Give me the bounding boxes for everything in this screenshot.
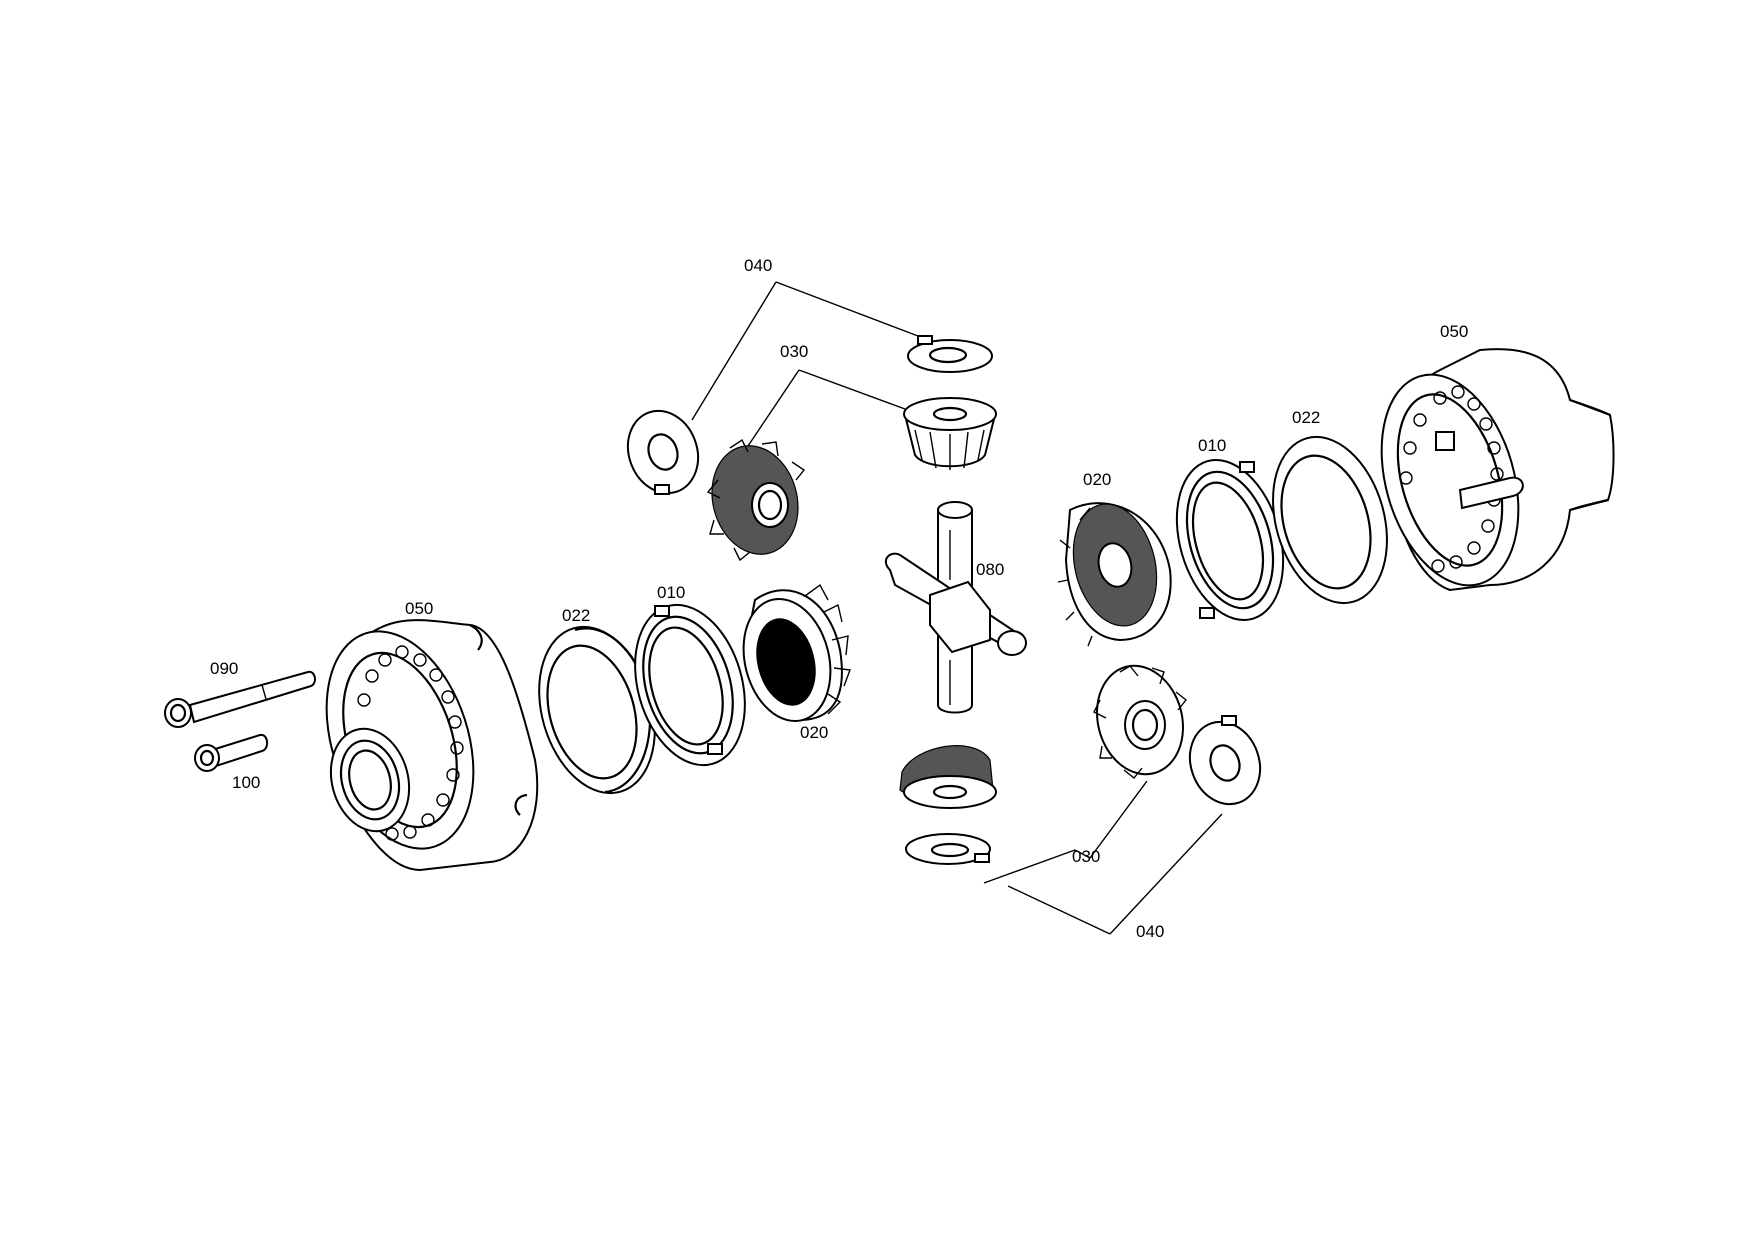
bottom-pinion-gear-030-left [899, 745, 997, 809]
callout-left-010: 010 [657, 583, 685, 602]
callout-right-020: 020 [1083, 470, 1111, 489]
callout-bottom-040: 040 [1136, 922, 1164, 941]
bottom-pinion-gear-030-right [1093, 664, 1187, 779]
callout-bottom-030: 030 [1072, 847, 1100, 866]
left-housing-050 [325, 619, 539, 872]
callout-labels: 040 030 050 022 010 020 080 050 022 010 … [210, 256, 1468, 941]
left-disc-010 [634, 603, 746, 767]
bottom-thrust-washer-040-right [1188, 715, 1262, 806]
callout-right-050: 050 [1440, 322, 1468, 341]
bolt-100 [194, 733, 268, 772]
callout-bolt-100: 100 [232, 773, 260, 792]
right-disc-010 [1175, 458, 1285, 622]
top-thrust-washer-040-left [626, 409, 700, 495]
top-pinion-gear-030-right [903, 397, 997, 470]
callout-top-040: 040 [744, 256, 772, 275]
callout-right-022: 022 [1292, 408, 1320, 427]
top-thrust-washer-040-right [907, 335, 993, 373]
bottom-thrust-washer-040-left [905, 833, 991, 865]
callout-left-050: 050 [405, 599, 433, 618]
leader-lines [691, 281, 1223, 935]
left-side-gear-020 [742, 583, 851, 723]
top-pinion-gear-030-left [706, 438, 806, 562]
bolt-090 [164, 670, 316, 728]
right-housing-050 [1380, 348, 1615, 592]
right-ring-022 [1272, 435, 1388, 605]
cross-shaft-080 [884, 501, 1027, 714]
callout-bolt-090: 090 [210, 659, 238, 678]
callout-right-010: 010 [1198, 436, 1226, 455]
right-side-gear-020 [1057, 502, 1172, 647]
callout-left-022: 022 [562, 606, 590, 625]
callout-center-080: 080 [976, 560, 1004, 579]
callout-top-030: 030 [780, 342, 808, 361]
callout-left-020: 020 [800, 723, 828, 742]
